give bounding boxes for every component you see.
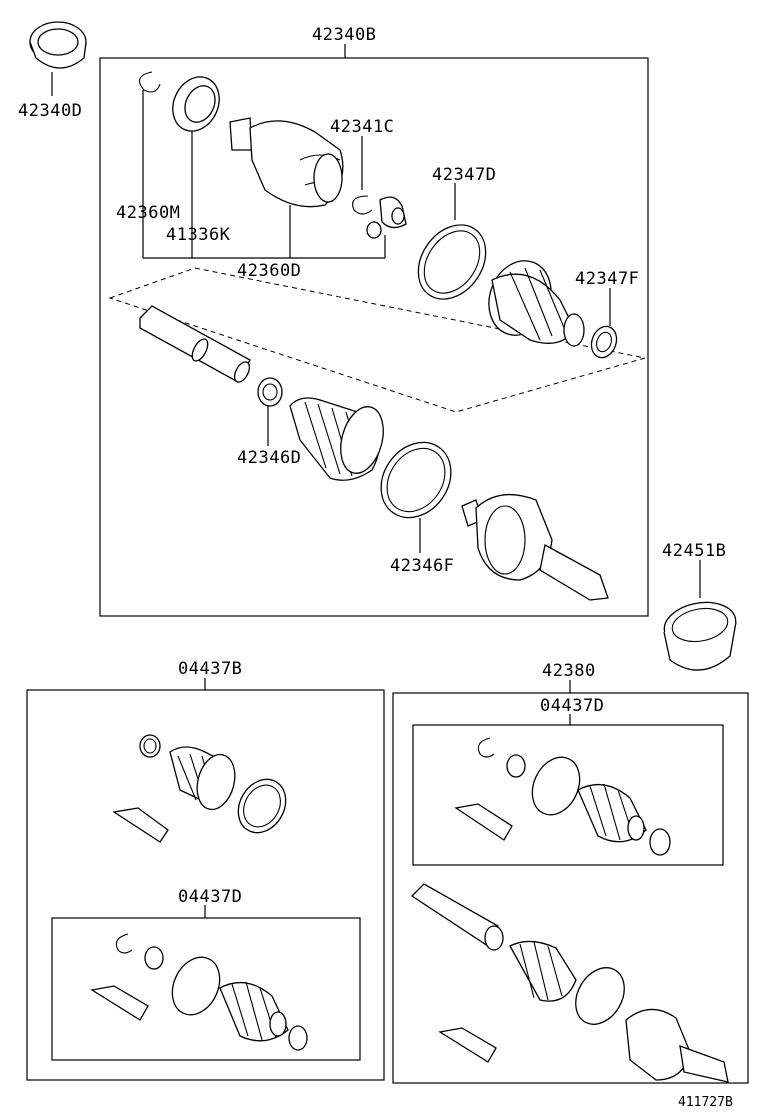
kit-42380-parts: [410, 883, 729, 1083]
label-42451B: 42451B: [662, 541, 726, 561]
outboard-boot: [289, 397, 384, 481]
tripod-spider: [366, 196, 407, 239]
left-kit-box: [26, 689, 385, 1081]
label-42347D: 42347D: [432, 165, 496, 185]
seal-41336K: [172, 76, 220, 132]
dust-cover-42451B: [663, 601, 737, 671]
label-42347F: 42347F: [575, 269, 639, 289]
main-assembly-box: [99, 57, 649, 617]
label-42340B: 42340B: [312, 25, 376, 45]
kit-04437D-right-parts: [454, 737, 671, 856]
inboard-boot-upper: [488, 260, 585, 347]
label-42341C: 42341C: [330, 117, 394, 137]
right-inner-kit-box: [412, 724, 724, 866]
label-42360M: 42360M: [116, 203, 180, 223]
snap-ring-42360M: [138, 71, 161, 93]
label-04437D-right: 04437D: [540, 696, 604, 716]
label-42346F: 42346F: [390, 556, 454, 576]
shaft-subassembly-outline: [108, 267, 646, 413]
band-clamp-42347D: [417, 224, 487, 300]
label-42380: 42380: [542, 661, 596, 681]
right-kit-box: [392, 692, 749, 1084]
label-42346D: 42346D: [237, 448, 301, 468]
kit-04437D-left-parts: [90, 933, 308, 1051]
label-42360D: 42360D: [237, 261, 301, 281]
kit-04437B-parts: [112, 734, 287, 843]
dust-cover-42340D: [29, 21, 87, 69]
label-04437D-left: 04437D: [178, 887, 242, 907]
figure-number: 411727B: [678, 1095, 733, 1110]
band-clamp-42346F: [380, 441, 452, 519]
label-04437B: 04437B: [178, 659, 242, 679]
outboard-cv-joint: [461, 494, 609, 601]
inboard-joint-housing: [229, 117, 344, 208]
small-clamp-42346D: [257, 377, 283, 407]
label-41336K: 41336K: [166, 225, 231, 245]
small-clamp-42347F: [590, 325, 618, 359]
intermediate-shaft: [139, 305, 251, 383]
label-42340D: 42340D: [18, 101, 82, 121]
clip-42341C: [352, 195, 373, 215]
left-inner-kit-box: [51, 917, 361, 1061]
